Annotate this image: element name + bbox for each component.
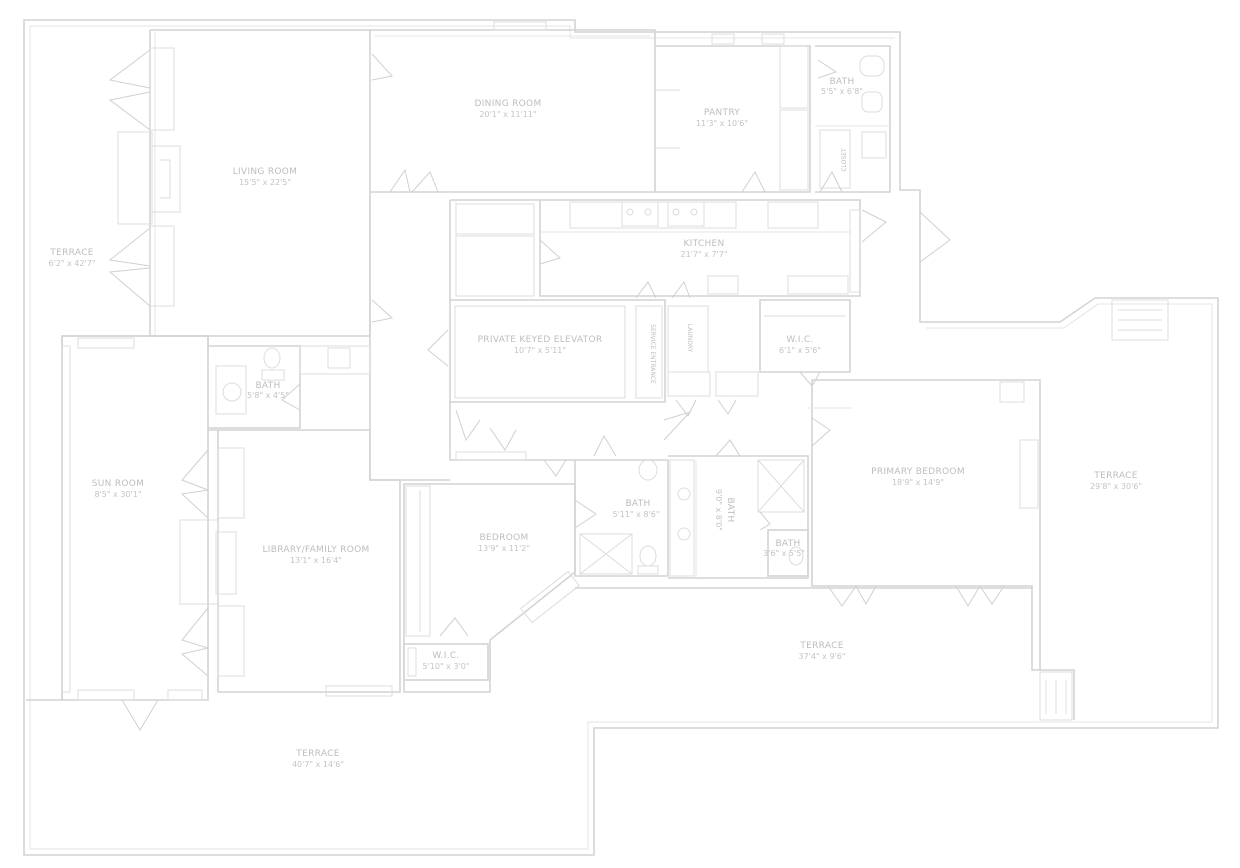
room-name-elevator: PRIVATE KEYED ELEVATOR bbox=[478, 335, 603, 345]
room-name-kitchen: KITCHEN bbox=[683, 239, 724, 249]
bath-small-walls bbox=[759, 511, 809, 577]
living-room-doors bbox=[108, 49, 394, 323]
room-dims-living-room: 15'5" x 22'5" bbox=[239, 178, 291, 187]
room-name-terrace-center: TERRACE bbox=[799, 641, 843, 651]
hall-south-walls bbox=[449, 402, 692, 477]
room-dims-terrace-center: 37'4" x 9'6" bbox=[798, 652, 845, 661]
dining-room-walls bbox=[370, 21, 656, 193]
pantry-walls bbox=[655, 33, 811, 193]
room-dims-terrace-east: 29'8" x 30'6" bbox=[1090, 482, 1142, 491]
room-dims-bath-west: 5'8" x 4'5" bbox=[247, 391, 289, 400]
room-dims-bath-vertical: 9'0" x 8'0" bbox=[714, 489, 723, 531]
room-dims-wic-north: 6'1" x 5'6" bbox=[779, 346, 821, 355]
room-dims-dining-room: 20'1" x 11'11" bbox=[479, 110, 536, 119]
elevator-walls bbox=[449, 280, 759, 417]
room-name-bath-west: BATH bbox=[255, 381, 280, 391]
room-name-bath-vertical: BATH bbox=[725, 497, 735, 522]
room-dims-wic-south: 5'10" x 3'0" bbox=[422, 662, 469, 671]
wic-south-walls bbox=[403, 643, 489, 681]
room-dims-elevator: 10'7" x 5'11" bbox=[514, 346, 566, 355]
room-dims-pantry: 11'3" x 10'6" bbox=[696, 119, 748, 128]
room-name-sun-room: SUN ROOM bbox=[92, 479, 144, 489]
room-name-terrace-east: TERRACE bbox=[1093, 471, 1137, 481]
closet-label: CLOSET bbox=[841, 148, 848, 172]
room-dims-primary-bedroom: 18'9" x 14'9" bbox=[892, 478, 944, 487]
room-name-bedroom: BEDROOM bbox=[479, 533, 528, 543]
room-dims-library: 13'1" x 16'4" bbox=[290, 556, 342, 565]
room-dims-sun-room: 8'5" x 30'1" bbox=[94, 490, 141, 499]
bath-vertical-walls bbox=[668, 439, 809, 579]
room-name-library: LIBRARY/FAMILY ROOM bbox=[262, 545, 369, 555]
room-name-terrace-west: TERRACE bbox=[49, 248, 93, 258]
room-name-primary-bedroom: PRIMARY BEDROOM bbox=[871, 467, 965, 477]
room-name-bath-top: BATH bbox=[829, 77, 854, 87]
room-name-terrace-south: TERRACE bbox=[295, 749, 339, 759]
service-entrance-label: SERVICE ENTRANCE bbox=[649, 324, 656, 384]
bath-top-walls bbox=[815, 45, 891, 193]
living-room-walls bbox=[117, 29, 371, 337]
room-name-wic-north: W.I.C. bbox=[786, 335, 813, 345]
laundry-label: LAUNDRY bbox=[686, 324, 693, 353]
bath-west-walls bbox=[208, 345, 371, 429]
room-dims-bedroom: 13'9" x 11'2" bbox=[478, 544, 530, 553]
kitchen-walls bbox=[450, 199, 951, 297]
room-name-bath-center: BATH bbox=[625, 499, 650, 509]
library-walls bbox=[179, 429, 401, 697]
bedroom-walls bbox=[403, 483, 580, 693]
room-dims-kitchen: 21'7" x 7'7" bbox=[680, 250, 727, 259]
terrace-east-details bbox=[1039, 299, 1169, 721]
room-dims-bath-top: 5'5" x 6'8" bbox=[821, 87, 863, 96]
room-labels: DINING ROOM 20'1" x 11'11" PANTRY 11'3" … bbox=[48, 77, 1142, 769]
primary-bedroom-walls bbox=[808, 379, 1041, 671]
bath-center-walls bbox=[574, 459, 669, 577]
sun-room-walls bbox=[61, 335, 209, 731]
room-dims-terrace-west: 6'2" x 42'7" bbox=[48, 259, 95, 268]
small-labels: SERVICE ENTRANCE LAUNDRY CLOSET bbox=[649, 148, 848, 384]
room-dims-bath-center: 5'11" x 8'6" bbox=[612, 510, 659, 519]
room-name-bath-small: BATH bbox=[775, 539, 800, 549]
room-name-pantry: PANTRY bbox=[704, 108, 740, 118]
room-name-dining-room: DINING ROOM bbox=[474, 99, 541, 109]
room-dims-terrace-south: 40'7" x 14'6" bbox=[292, 760, 344, 769]
room-name-wic-south: W.I.C. bbox=[432, 651, 459, 661]
outer-walls bbox=[23, 19, 1219, 856]
room-name-living-room: LIVING ROOM bbox=[233, 167, 298, 177]
room-dims-bath-small: 3'6" x 5'5" bbox=[763, 549, 805, 558]
